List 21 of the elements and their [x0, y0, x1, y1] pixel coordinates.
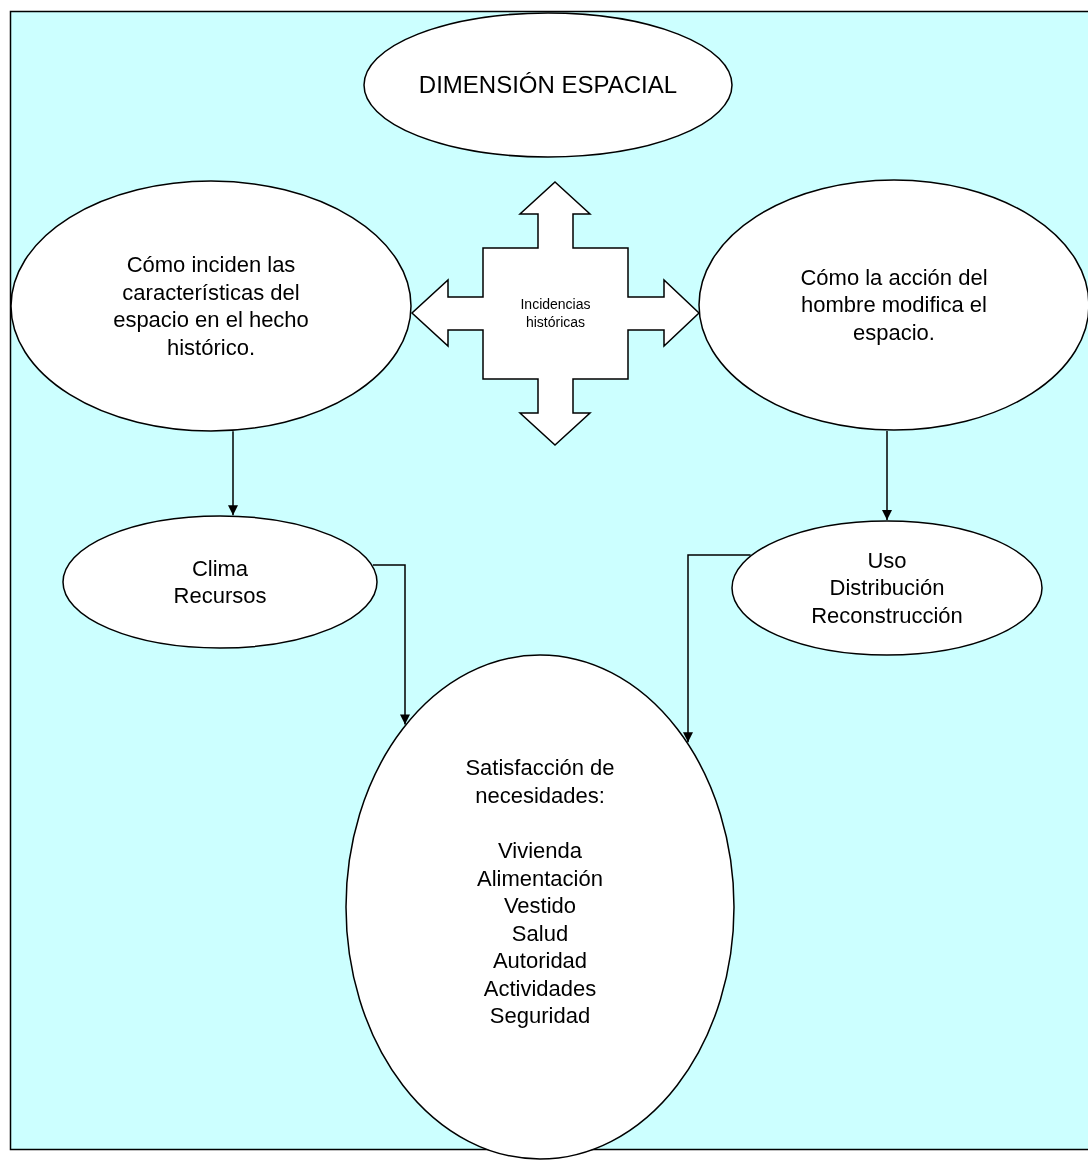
arrow [882, 430, 892, 521]
node-text: Reconstrucción [811, 601, 963, 630]
node-text: Salud [511, 919, 569, 948]
node-text: Vivienda [498, 837, 582, 865]
arrow [683, 554, 752, 743]
node-heading: Satisfacción de necesidades: [464, 754, 616, 810]
node-text: Vestido [503, 892, 577, 920]
node-text: Autoridad [492, 947, 588, 975]
arrow [228, 430, 238, 516]
node-text: Alimentación [477, 864, 603, 893]
node-text: Cómo inciden las características del espacio en el hecho histórico. [112, 251, 310, 361]
node-text: Incidencias históricas [519, 296, 592, 331]
node-text: Seguridad [489, 1002, 591, 1030]
arrow [372, 564, 410, 726]
node-text: Uso [867, 546, 907, 575]
node-text: DIMENSIÓN ESPACIAL [418, 70, 678, 100]
node-text: Cómo la acción del hombre modifica el espacio. [799, 263, 989, 347]
node-text: Actividades [483, 974, 597, 1003]
node-text: Recursos [173, 582, 267, 610]
node-text: Clima [191, 554, 249, 582]
node-text: Distribución [829, 574, 945, 602]
